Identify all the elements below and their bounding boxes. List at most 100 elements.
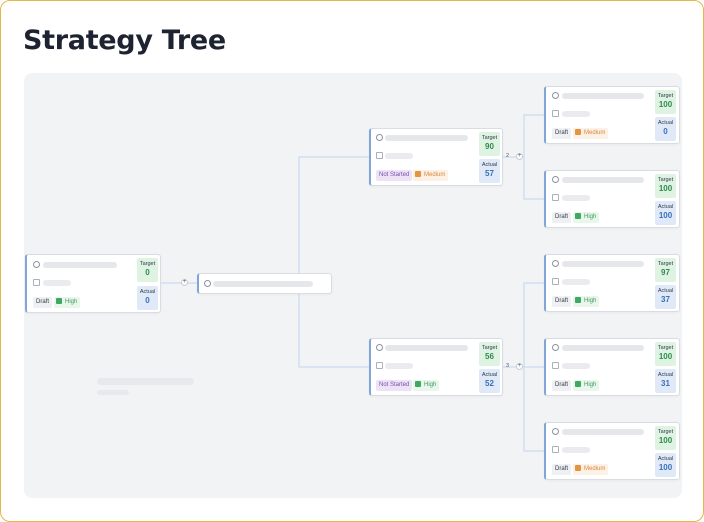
actual-value: 100 [658, 211, 673, 220]
target-icon [552, 92, 559, 99]
goal-title-placeholder [43, 262, 117, 268]
priority-badge: High [413, 380, 440, 391]
target-value: 100 [658, 352, 673, 361]
priority-badge: Medium [413, 170, 449, 181]
status-badge: Draft [552, 296, 572, 307]
document-icon [552, 194, 559, 201]
priority-icon [575, 465, 581, 471]
priority-badge: High [573, 212, 600, 223]
document-icon [376, 152, 383, 159]
priority-badge: High [573, 296, 600, 307]
document-icon [33, 279, 40, 286]
result-title-placeholder [562, 177, 644, 183]
expand-toggle[interactable]: + [516, 363, 523, 370]
result-title-placeholder [562, 345, 644, 351]
hub-title-placeholder [213, 281, 313, 287]
priority-badge: High [54, 297, 81, 308]
document-icon [552, 278, 559, 285]
page-title: Strategy Tree [23, 25, 226, 56]
document-icon [376, 362, 383, 369]
result-description-placeholder [562, 195, 590, 201]
goal-description-placeholder [43, 280, 71, 286]
placeholder-bar [97, 390, 129, 395]
strategy-hub-card[interactable] [197, 273, 332, 294]
result-description-placeholder [562, 111, 590, 117]
flag-icon [552, 176, 559, 183]
target-value: 0 [145, 268, 150, 277]
result-description-placeholder [562, 279, 590, 285]
actual-value: 0 [145, 296, 150, 305]
status-badge: Not Started [376, 170, 413, 181]
status-badge: Not Started [376, 380, 413, 391]
result-title-placeholder [562, 261, 644, 267]
objective-description-placeholder [385, 363, 413, 369]
actual-value: 31 [661, 379, 670, 388]
document-icon [552, 110, 559, 117]
target-icon [33, 261, 40, 268]
target-icon [552, 344, 559, 351]
objective-title-placeholder [385, 135, 468, 141]
flag-icon [552, 260, 559, 267]
priority-badge: Medium [573, 128, 609, 139]
actual-value: 37 [661, 295, 670, 304]
priority-icon [575, 129, 581, 135]
expand-toggle[interactable]: + [181, 279, 188, 286]
priority-badge: Medium [573, 464, 609, 475]
actual-value: 57 [485, 169, 494, 178]
document-icon [552, 446, 559, 453]
actual-value: 0 [663, 127, 668, 136]
objective-description-placeholder [385, 153, 413, 159]
target-value: 100 [658, 436, 673, 445]
result-title-placeholder [562, 429, 644, 435]
priority-icon [575, 297, 581, 303]
document-icon [552, 362, 559, 369]
placeholder-bar [97, 378, 194, 385]
target-value: 100 [658, 100, 673, 109]
priority-icon [56, 298, 62, 304]
status-badge: Draft [552, 464, 572, 475]
priority-icon [575, 381, 581, 387]
target-value: 97 [661, 268, 670, 277]
priority-badge: High [573, 380, 600, 391]
flag-icon [552, 428, 559, 435]
target-value: 56 [485, 352, 494, 361]
priority-icon [415, 171, 421, 177]
actual-value: 52 [485, 379, 494, 388]
target-icon [204, 280, 211, 287]
actual-value: 100 [658, 463, 673, 472]
status-badge: Draft [552, 380, 572, 391]
target-value: 90 [485, 142, 494, 151]
result-description-placeholder [562, 447, 590, 453]
result-description-placeholder [562, 363, 590, 369]
objective-title-placeholder [385, 345, 468, 351]
children-count: 2 [506, 153, 510, 159]
result-title-placeholder [562, 93, 644, 99]
target-value: 100 [658, 184, 673, 193]
target-icon [376, 134, 383, 141]
status-badge: Draft [552, 212, 572, 223]
expand-toggle[interactable]: + [516, 153, 523, 160]
